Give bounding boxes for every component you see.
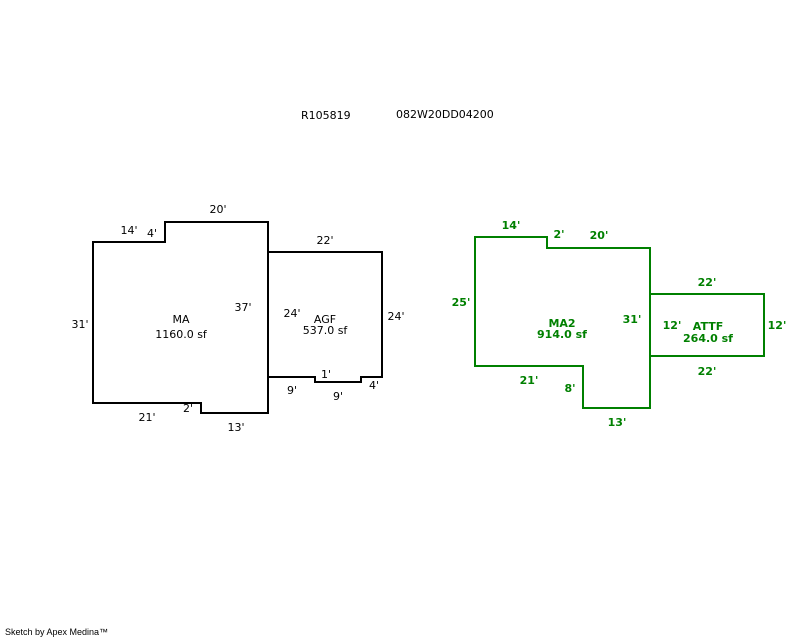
attf-dim-right: 12' xyxy=(768,319,787,332)
attf-dim-top: 22' xyxy=(698,276,717,289)
agf-outline xyxy=(267,251,383,383)
ma2-dim-step: 2' xyxy=(553,228,564,241)
agf-area: 537.0 sf xyxy=(303,324,349,337)
agf-dim-top: 22' xyxy=(316,234,333,247)
ma2-dim-left: 25' xyxy=(452,296,471,309)
ma2-label: MA2 xyxy=(548,317,575,330)
ma-dim-top: 20' xyxy=(209,203,226,216)
ma2-dim-bottom: 13' xyxy=(608,416,627,429)
ma-dim-right: 37' xyxy=(234,301,251,314)
agf-dim-notch: 1' xyxy=(321,368,331,381)
ma-dim-top-left: 14' xyxy=(120,224,137,237)
ma-dim-bottom-step: 2' xyxy=(183,402,193,415)
ma-dim-bottom-right: 13' xyxy=(227,421,244,434)
agf-label: AGF xyxy=(314,313,336,326)
ma-area: 1160.0 sf xyxy=(155,328,208,341)
ma-dim-left: 31' xyxy=(71,318,88,331)
ma-outline xyxy=(92,221,269,414)
ma2-dim-top-left: 14' xyxy=(502,219,521,232)
agf-dim-bottom-left: 9' xyxy=(287,384,297,397)
ma2-area: 914.0 sf xyxy=(537,328,587,341)
attf-dim-bottom: 22' xyxy=(698,365,717,378)
ma2-dim-top: 20' xyxy=(590,229,609,242)
attf-area: 264.0 sf xyxy=(683,332,733,345)
ma2-dim-bottom-left: 21' xyxy=(520,374,539,387)
ma2-dim-right: 31' xyxy=(623,313,642,326)
ma-label: MA xyxy=(172,313,189,326)
ma2-dim-step-down: 8' xyxy=(564,382,575,395)
ma2-outline xyxy=(474,236,651,409)
footer-credit: Sketch by Apex Medina™ xyxy=(5,627,109,637)
attf-label: ATTF xyxy=(693,320,723,333)
attf-dim-left: 12' xyxy=(663,319,682,332)
parcel-id: R105819 xyxy=(301,109,351,122)
ma-dim-step: 4' xyxy=(147,227,157,240)
attf-outline xyxy=(649,293,765,357)
agf-dim-left: 24' xyxy=(283,307,300,320)
agf-dim-right: 24' xyxy=(387,310,404,323)
ma-dim-bottom-left: 21' xyxy=(138,411,155,424)
map-number: 082W20DD04200 xyxy=(396,108,494,121)
agf-dim-bottom-right: 4' xyxy=(369,379,379,392)
agf-dim-bottom: 9' xyxy=(333,390,343,403)
